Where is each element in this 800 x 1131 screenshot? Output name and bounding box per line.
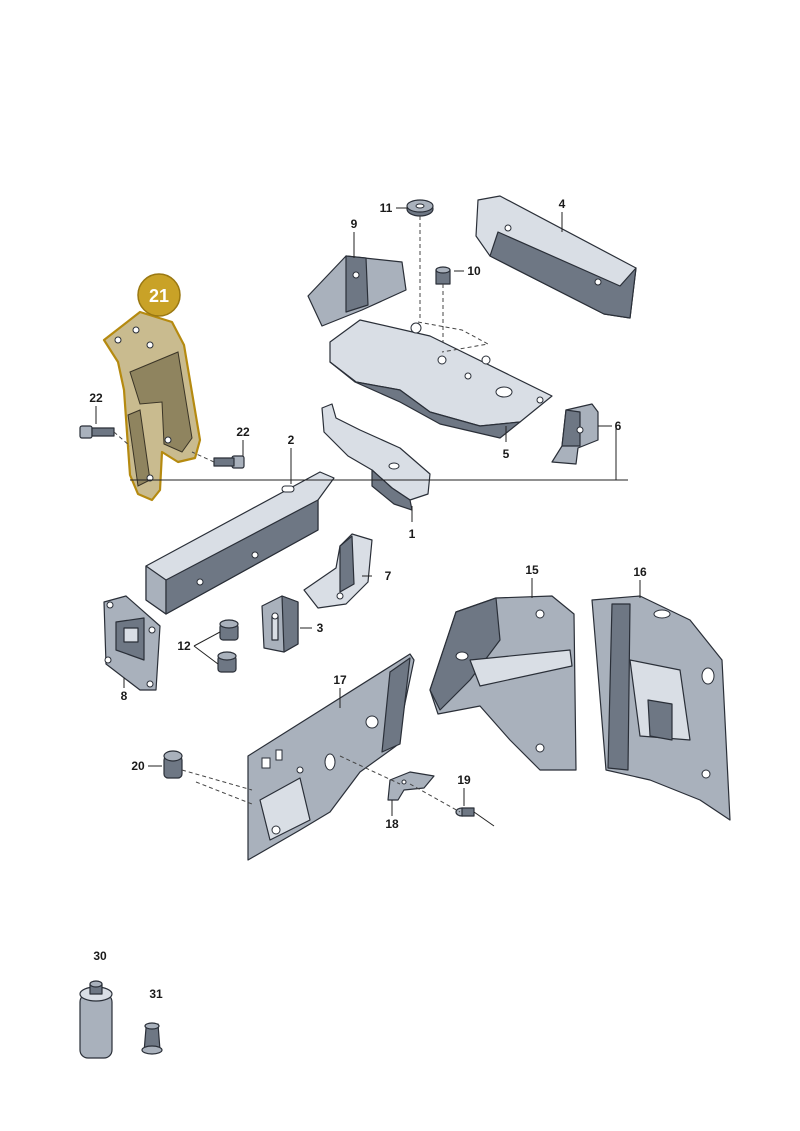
callout-2: 2 [288,433,295,447]
part-17-side-panel[interactable] [247,653,415,861]
part-2-longitudinal-member[interactable] [145,471,335,615]
part-6-bracket[interactable] [551,403,599,465]
callout-31: 31 [149,987,163,1001]
part-11-washer[interactable] [406,199,434,320]
callout-22-left: 22 [89,391,103,405]
callout-17: 17 [333,673,347,687]
part-22-bolt-left[interactable] [79,425,131,447]
callout-16: 16 [633,565,647,579]
part-21-bracket[interactable] [102,310,202,502]
callout-labels: 1 2 3 4 5 6 7 8 9 10 11 12 15 16 17 18 1… [89,197,647,1001]
part-30-cylinder[interactable] [79,980,113,1059]
leader-lines [95,207,641,816]
callout-6: 6 [615,419,622,433]
callout-30: 30 [93,949,107,963]
part-1-bracket[interactable] [321,403,431,511]
part-18-clip[interactable] [387,771,435,801]
part-20-bushing[interactable] [163,750,253,791]
callout-10: 10 [467,264,481,278]
part-19-rivet[interactable] [455,807,495,827]
part-12-bushing-lower[interactable] [217,651,237,673]
part-12-bushing-upper[interactable] [219,619,239,641]
callout-7: 7 [385,569,392,583]
part-31-plug[interactable] [141,1022,163,1055]
part-4-rail[interactable] [475,195,637,319]
part-15-wheelhouse-left[interactable] [429,595,577,771]
part-10-nut[interactable] [435,266,451,345]
callout-9: 9 [351,217,358,231]
callout-8: 8 [121,689,128,703]
callout-15: 15 [525,563,539,577]
callout-4: 4 [559,197,566,211]
part-22-bolt-right[interactable] [191,451,245,469]
callout-20: 20 [131,759,145,773]
callout-22-right: 22 [236,425,250,439]
part-16-wheelhouse-right[interactable] [591,595,731,821]
part-5-floor-panel[interactable] [329,319,553,439]
callout-1: 1 [409,527,416,541]
part-8-plate[interactable] [103,595,161,691]
part-9-bracket[interactable] [307,255,407,327]
callout-5: 5 [503,447,510,461]
callout-3: 3 [317,621,324,635]
part-7-bracket[interactable] [303,533,373,609]
callout-12: 12 [177,639,191,653]
callout-11: 11 [380,201,393,215]
callout-21: 21 [149,286,169,306]
callout-18: 18 [385,817,399,831]
part-3-mount[interactable] [261,595,299,653]
callout-19: 19 [457,773,471,787]
part-21-badge: 21 [137,273,181,317]
